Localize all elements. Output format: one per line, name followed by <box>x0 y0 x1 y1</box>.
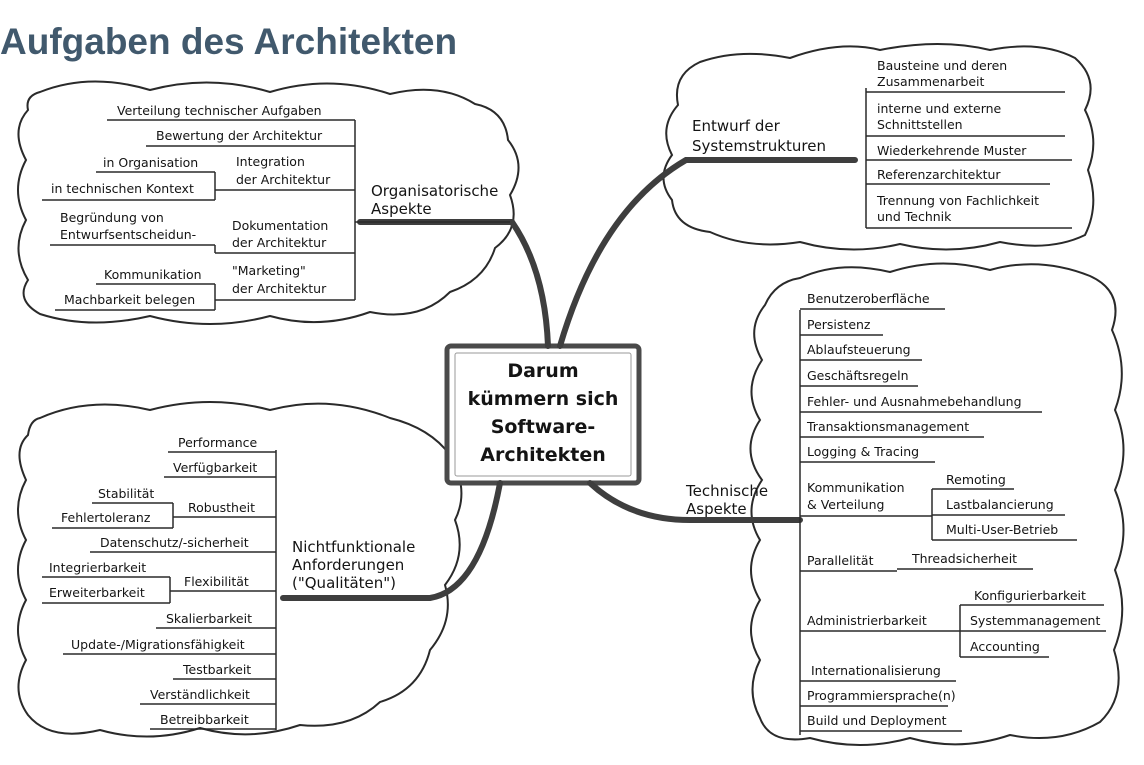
node-performance: Performance <box>178 435 258 450</box>
center-line-4: Architekten <box>480 444 605 466</box>
node-testbarkeit: Testbarkeit <box>182 662 251 677</box>
center-line-3: Software- <box>491 416 596 438</box>
center-line-2: kümmern sich <box>468 388 619 410</box>
trunk-nichtfunktional <box>280 480 503 601</box>
node-betreibbarkeit: Betreibbarkeit <box>160 712 249 727</box>
node-muster: Wiederkehrende Muster <box>877 143 1027 158</box>
node-dokumentation-1: Dokumentation <box>232 218 328 233</box>
node-kommunikation-org: Kommunikation <box>104 267 202 282</box>
cloud-nichtfunktional <box>17 401 463 738</box>
node-kommunikation-2: & Verteilung <box>807 497 884 512</box>
node-begruendung-1: Begründung von <box>60 210 164 225</box>
node-referenz: Referenzarchitektur <box>877 167 1001 182</box>
node-update: Update-/Migrationsfähigkeit <box>71 637 245 652</box>
node-skalierbarkeit: Skalierbarkeit <box>166 611 252 626</box>
node-internationalisierung: Internationalisierung <box>811 663 941 678</box>
node-fehler: Fehler- und Ausnahmebehandlung <box>807 394 1022 409</box>
entwurf-label-1: Entwurf der <box>692 117 781 135</box>
nichtfunktional-label-1: Nichtfunktionale <box>292 538 415 556</box>
nichtfunktional-label-2: Anforderungen <box>292 556 404 574</box>
center-box <box>444 343 642 486</box>
technisch-label-2: Aspekte <box>686 500 747 518</box>
node-verstaendlichkeit: Verständlichkeit <box>150 687 250 702</box>
node-logging: Logging & Tracing <box>807 444 919 459</box>
node-in-kontext: in technischen Kontext <box>51 181 194 196</box>
node-flexibilitaet: Flexibilität <box>184 574 249 589</box>
node-datenschutz: Datenschutz/-sicherheit <box>100 535 249 550</box>
trunk-entwurf <box>557 157 858 349</box>
node-robustheit: Robustheit <box>188 500 255 515</box>
node-bausteine-2: Zusammenarbeit <box>877 74 985 89</box>
node-remoting: Remoting <box>946 472 1006 487</box>
cloud-organisatorisch <box>17 80 520 325</box>
node-persistenz: Persistenz <box>807 317 871 332</box>
center-line-1: Darum <box>507 360 578 382</box>
node-ablaufsteuerung: Ablaufsteuerung <box>807 342 911 357</box>
node-threadsicherheit: Threadsicherheit <box>911 551 1017 566</box>
node-in-organisation: in Organisation <box>103 155 198 170</box>
node-erweiterbarkeit: Erweiterbarkeit <box>49 585 145 600</box>
node-transaktion: Transaktionsmanagement <box>806 419 969 434</box>
node-multiuser: Multi-User-Betrieb <box>946 522 1058 537</box>
node-begruendung-2: Entwurfsentscheidun- <box>60 227 196 242</box>
node-lastbalancierung: Lastbalancierung <box>946 497 1054 512</box>
node-geschaeftsregeln: Geschäftsregeln <box>807 368 909 383</box>
node-marketing-2: der Architektur <box>232 281 327 296</box>
node-programmiersprache: Programmiersprache(n) <box>807 688 956 703</box>
node-integrierbarkeit: Integrierbarkeit <box>49 560 146 575</box>
node-integration-2: der Architektur <box>236 172 331 187</box>
node-verfuegbarkeit: Verfügbarkeit <box>173 460 257 475</box>
cloud-entwurf <box>662 43 1095 251</box>
nichtfunktional-label-3: ("Qualitäten") <box>292 574 396 592</box>
node-dokumentation-2: der Architektur <box>232 235 327 250</box>
node-stabilitaet: Stabilität <box>98 486 154 501</box>
page-title: Aufgaben des Architekten <box>0 21 458 62</box>
node-accounting: Accounting <box>970 639 1040 654</box>
node-systemmanagement: Systemmanagement <box>970 613 1100 628</box>
node-integration-1: Integration <box>236 154 305 169</box>
trunk-organisatorisch <box>357 219 551 349</box>
node-verteilung: Verteilung technischer Aufgaben <box>117 103 322 118</box>
node-bewertung: Bewertung der Architektur <box>156 128 323 143</box>
entwurf-label-2: Systemstrukturen <box>692 137 826 155</box>
node-konfigurierbarkeit: Konfigurierbarkeit <box>974 588 1086 603</box>
node-kommunikation-1: Kommunikation <box>807 480 905 495</box>
cloud-technisch <box>749 262 1125 746</box>
node-trennung-2: und Technik <box>877 209 952 224</box>
node-benutzeroberflaeche: Benutzeroberfläche <box>807 291 930 306</box>
node-bausteine-1: Bausteine und deren <box>877 58 1007 73</box>
trunk-technisch <box>587 480 803 523</box>
node-machbarkeit: Machbarkeit belegen <box>64 292 195 307</box>
node-parallelitaet: Parallelität <box>807 553 874 568</box>
organisatorisch-label-1: Organisatorische <box>371 182 498 200</box>
node-marketing-1: "Marketing" <box>232 263 306 278</box>
node-schnittstellen-1: interne und externe <box>877 101 1002 116</box>
node-trennung-1: Trennung von Fachlichkeit <box>876 193 1039 208</box>
node-fehlertoleranz: Fehlertoleranz <box>61 510 151 525</box>
organisatorisch-label-2: Aspekte <box>371 200 432 218</box>
center-box-inner <box>454 352 632 477</box>
node-administrierbarkeit: Administrierbarkeit <box>807 613 927 628</box>
node-schnittstellen-2: Schnittstellen <box>877 117 963 132</box>
node-build: Build und Deployment <box>807 713 947 728</box>
technisch-label-1: Technische <box>685 482 768 500</box>
